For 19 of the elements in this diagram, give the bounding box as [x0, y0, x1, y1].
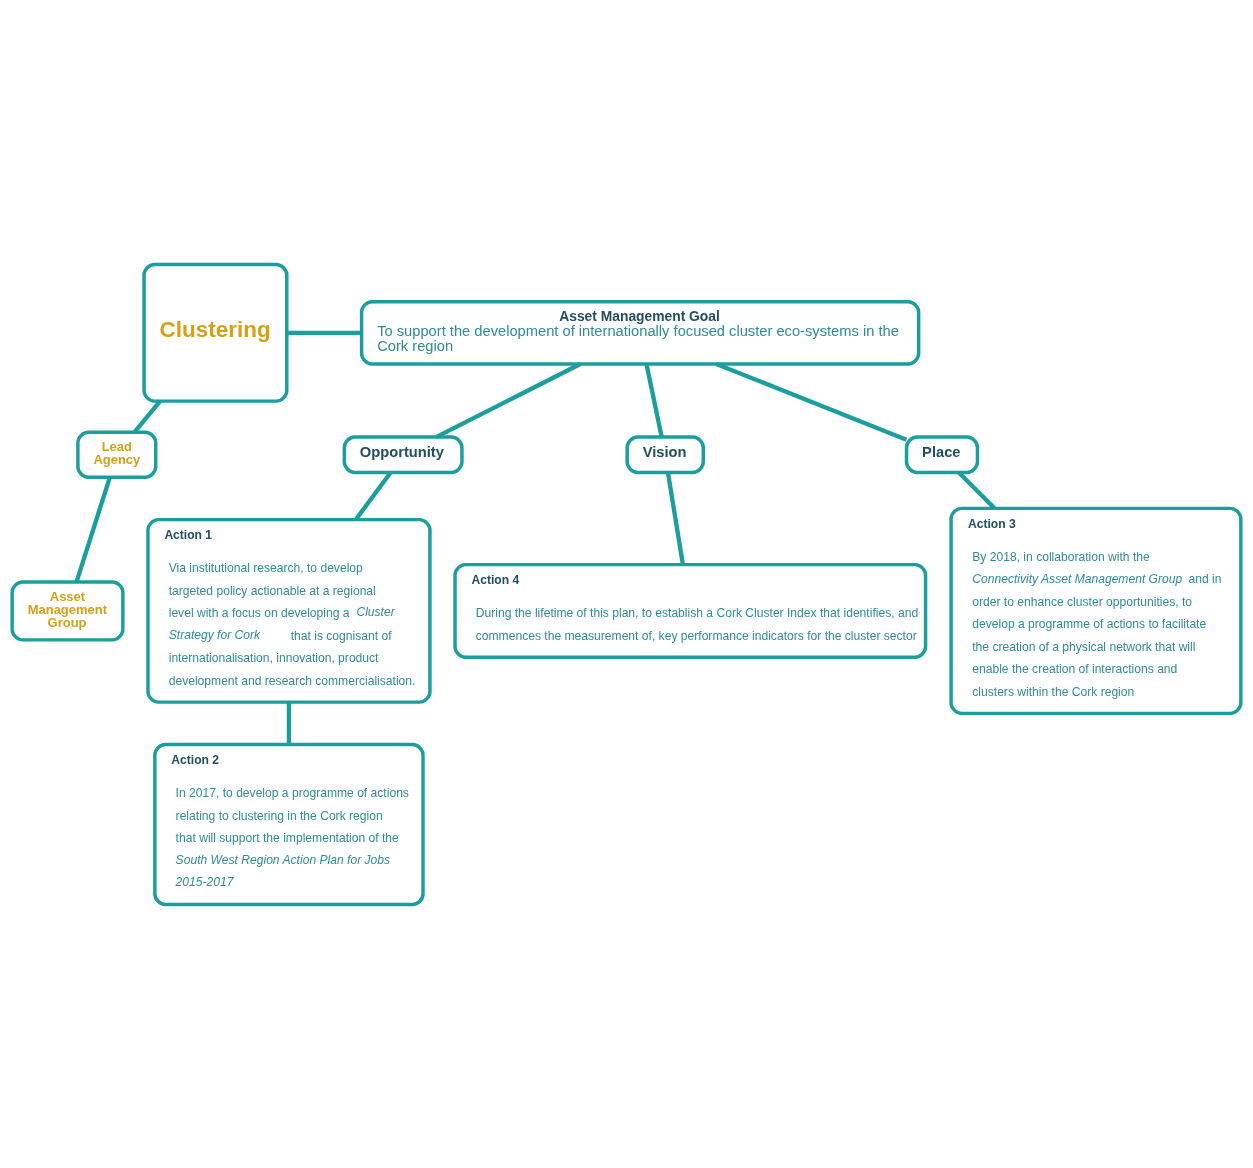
- node-box: Asset Management Goal To support the development of internationally focused cluster eco-systems in the Cork region: [359, 299, 921, 366]
- node-box: Action 2 In 2017, to develop a programme of actions relating to clustering in the Cork region that will support the implementation of the South West Region Action Plan for Jobs 2015-2017: [153, 742, 425, 906]
- connector: [435, 361, 582, 439]
- node-box: Action 4 During the lifetime of this plan, to establish a Cork Cluster Index that identifies, and commences the measurement of, key performance indicators for the cluster sector: [453, 562, 928, 659]
- connector: [287, 330, 362, 335]
- connector: [286, 701, 292, 744]
- node-box: Clustering: [142, 262, 289, 403]
- node-box: Action 3 By 2018, in collaboration with the Connectivity Asset Management Group and in order to enhance cluster opportunities, to develop a programme of actions to facilitate the creation of a physical network that will enable the creation of interactions and clusters within the Cork region: [949, 506, 1243, 715]
- node-box: Vision: [625, 434, 705, 474]
- node-box: Place: [904, 434, 980, 474]
- node-box: Action 1 Via institutional research, to develop targeted policy actionable at a regional level with a focus on developing a Cluster Strategy for Cork that is cognisant of internationalisation, innovation, product development and research commercialisation.: [146, 517, 432, 704]
- connector: [715, 361, 908, 442]
- connector: [132, 399, 162, 434]
- node-box: Opportunity: [342, 434, 464, 474]
- node-box: Asset Management Group: [10, 579, 125, 642]
- connector: [665, 471, 686, 565]
- connector: [644, 363, 664, 437]
- node-box: Lead Agency: [76, 430, 158, 479]
- connector: [74, 476, 112, 582]
